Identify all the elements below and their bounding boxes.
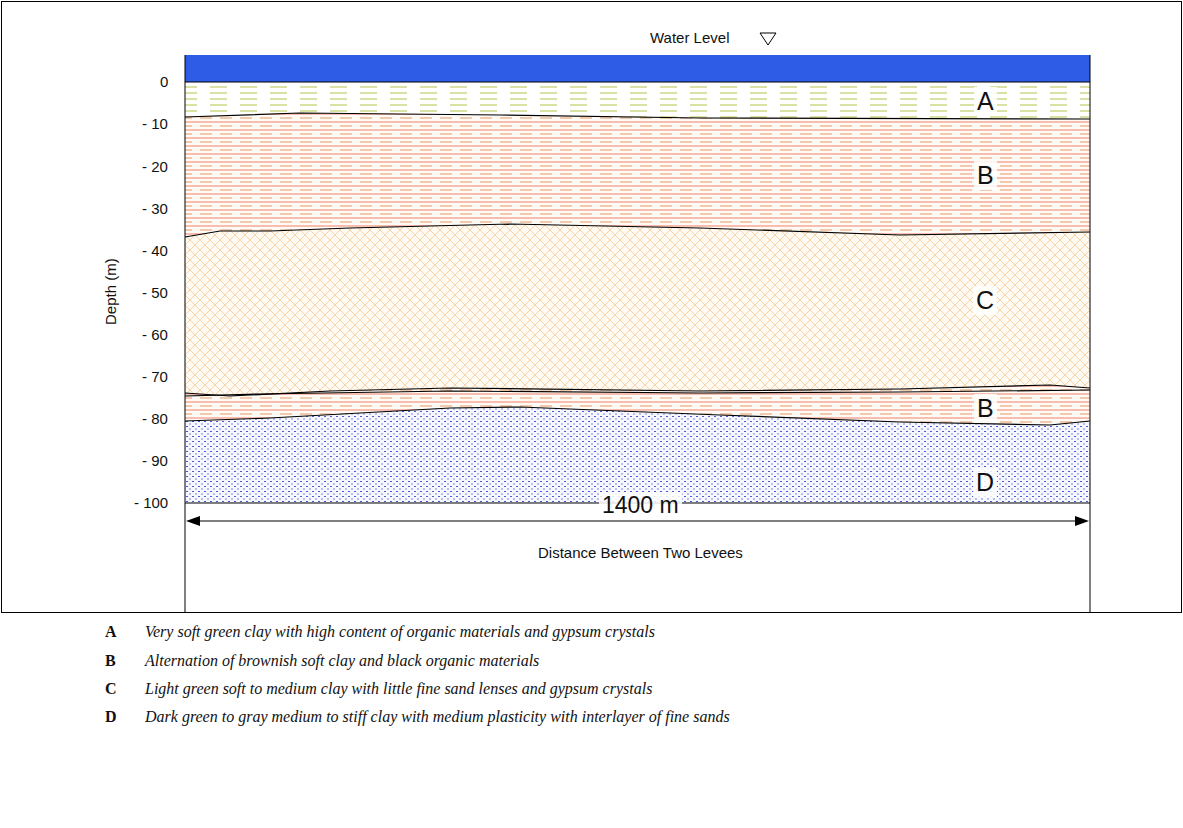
dimension-caption: Distance Between Two Levees — [538, 544, 743, 561]
legend-text: Light green soft to medium clay with lit… — [145, 680, 652, 698]
layer-letter: B — [974, 161, 997, 190]
water-level-label: Water Level — [650, 29, 729, 46]
layer-letter: C — [973, 286, 997, 315]
depth-tick: - 70 — [142, 368, 168, 385]
depth-tick: - 60 — [142, 326, 168, 343]
depth-tick: - 100 — [134, 494, 168, 511]
depth-tick: - 10 — [142, 115, 168, 132]
axis-title: Depth (m) — [102, 258, 119, 325]
legend-text: Very soft green clay with high content o… — [145, 623, 655, 641]
depth-tick: - 80 — [142, 410, 168, 427]
depth-tick: - 90 — [142, 452, 168, 469]
layer-letter: D — [973, 468, 997, 497]
depth-tick: - 50 — [142, 284, 168, 301]
depth-tick: - 40 — [142, 242, 168, 259]
depth-tick: - 20 — [142, 158, 168, 175]
legend-text: Dark green to gray medium to stiff clay … — [145, 708, 730, 726]
legend-text: Alternation of brownish soft clay and bl… — [145, 652, 539, 670]
legend-key: A — [105, 623, 117, 641]
legend-key: B — [105, 652, 116, 670]
depth-tick: 0 — [160, 73, 168, 90]
layer-letter: B — [974, 394, 997, 423]
layer-letter: A — [974, 87, 997, 116]
legend-key: D — [105, 708, 117, 726]
depth-tick: - 30 — [142, 200, 168, 217]
legend-key: C — [105, 680, 117, 698]
dimension-label: 1400 m — [599, 492, 682, 518]
